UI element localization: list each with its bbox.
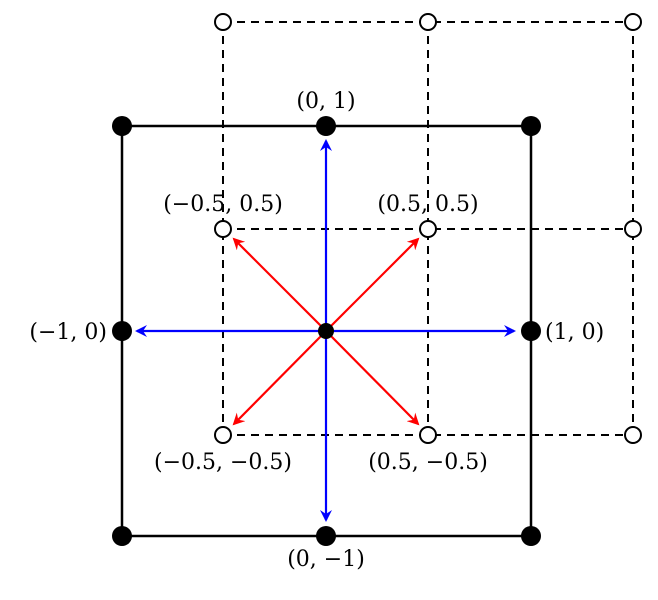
open-point [214,220,232,238]
label-lower-right: (0.5, −0.5) [368,450,488,475]
label-upper-left: (−0.5, 0.5) [163,192,283,217]
open-point [419,426,437,444]
filled-point [521,116,541,136]
open-point [419,220,437,238]
label-bottom: (0, −1) [287,547,365,572]
filled-point [521,321,541,341]
filled-point [316,116,336,136]
open-point [214,426,232,444]
center-point [318,323,334,339]
open-points [214,13,642,444]
open-point [214,13,232,31]
filled-point [521,526,541,546]
filled-point [112,116,132,136]
label-top: (0, 1) [296,89,355,114]
diagonal-arrows [232,237,420,426]
filled-point [112,321,132,341]
arrow-upper-right [325,237,420,332]
arrow-upper-left [232,237,327,332]
filled-point [112,526,132,546]
label-left: (−1, 0) [29,320,107,345]
label-upper-right: (0.5, 0.5) [377,192,478,217]
open-point [419,13,437,31]
arrow-lower-right [325,330,420,426]
dashed-grid [222,21,634,436]
axis-arrows [135,139,516,522]
open-point [624,13,642,31]
open-point [624,220,642,238]
open-point [624,426,642,444]
arrow-lower-left [232,330,327,426]
filled-points [112,116,541,546]
label-lower-left: (−0.5, −0.5) [154,450,292,475]
filled-point [316,526,336,546]
label-right: (1, 0) [545,320,604,345]
